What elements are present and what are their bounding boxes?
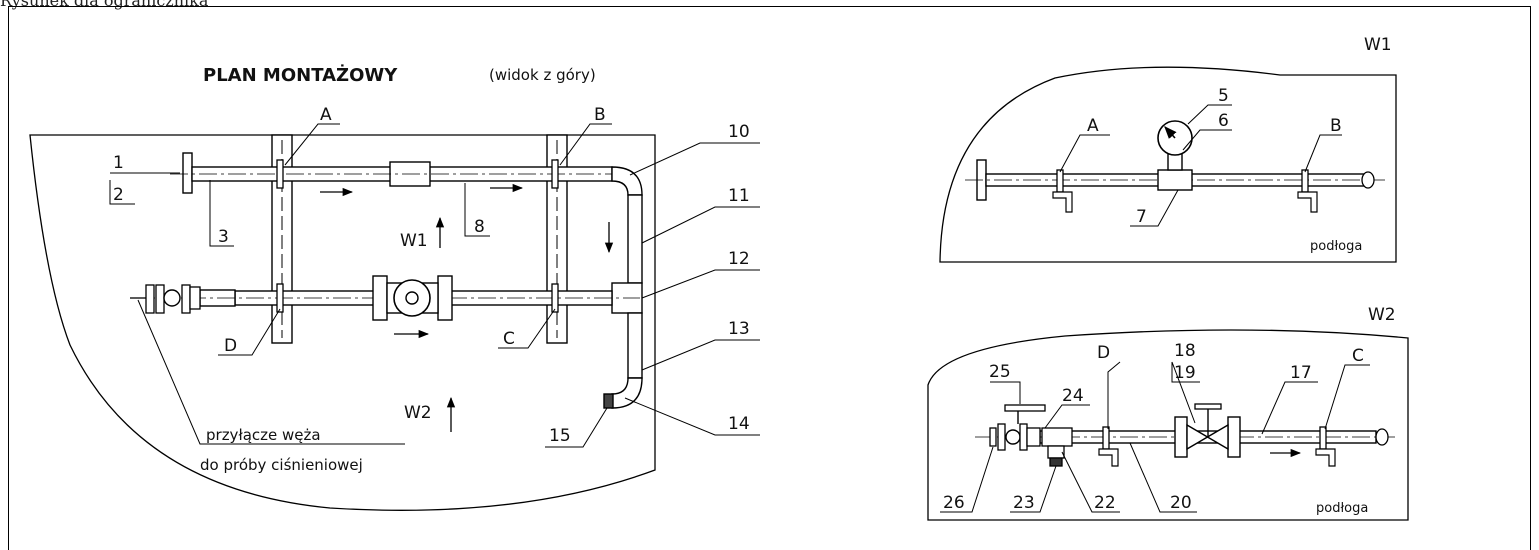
w2-label-18: 18 <box>1174 341 1196 361</box>
w2-title: W2 <box>1368 305 1396 325</box>
label-13: 13 <box>728 319 750 339</box>
w2-label-c: C <box>1352 346 1364 366</box>
plan-floor-outline <box>29 134 656 511</box>
w1-label-5: 5 <box>1218 86 1229 106</box>
w1-label-b: B <box>1330 116 1342 136</box>
plan-subtitle: (widok z góry) <box>489 66 596 84</box>
w2-label-22: 22 <box>1094 493 1116 513</box>
vertical-pipe <box>627 194 643 284</box>
label-2: 2 <box>113 185 124 205</box>
figure-caption: Rysunek dla ogranicznika <box>0 0 209 10</box>
w2-handle-25 <box>1004 404 1046 412</box>
w2-outline <box>927 329 1409 521</box>
plug-15 <box>603 393 614 409</box>
view-marker-w2: W2 <box>404 403 432 423</box>
w2-label-24: 24 <box>1062 386 1084 406</box>
w1-view <box>939 66 1397 263</box>
label-14: 14 <box>728 414 750 434</box>
w2-view <box>927 329 1409 521</box>
label-b: B <box>594 105 606 125</box>
w1-label-a: A <box>1087 116 1099 136</box>
label-8: 8 <box>474 217 485 237</box>
hose-label-line2: do próby ciśnieniowej <box>200 456 363 474</box>
vertical-pipe-lower <box>627 312 643 379</box>
label-11: 11 <box>728 186 750 206</box>
label-c: C <box>503 329 515 349</box>
flange-left <box>182 152 193 194</box>
w2-label-d: D <box>1097 343 1110 363</box>
w2-label-17: 17 <box>1290 363 1312 383</box>
label-a: A <box>320 105 332 125</box>
w2-label-23: 23 <box>1013 493 1035 513</box>
w2-label-25: 25 <box>989 362 1011 382</box>
w2-label-26: 26 <box>943 493 965 513</box>
label-15: 15 <box>549 426 571 446</box>
plan-view <box>29 123 760 511</box>
label-10: 10 <box>728 122 750 142</box>
w1-label-7: 7 <box>1136 207 1147 227</box>
drawing-frame <box>8 6 1531 550</box>
w1-title: W1 <box>1364 35 1392 55</box>
valve-flange-left <box>372 275 388 321</box>
label-3: 3 <box>218 227 229 247</box>
plan-title: PLAN MONTAŻOWY <box>203 64 398 86</box>
w1-floor-label: podłoga <box>1310 239 1362 254</box>
hose-label-line1: przyłącze węża <box>206 426 321 444</box>
w2-label-19: 19 <box>1174 363 1196 383</box>
label-1: 1 <box>113 153 124 173</box>
w1-label-6: 6 <box>1218 111 1229 131</box>
w2-floor-label: podłoga <box>1316 501 1368 516</box>
w2-label-20: 20 <box>1170 493 1192 513</box>
valve-flange-right <box>437 275 453 321</box>
label-12: 12 <box>728 249 750 269</box>
label-d: D <box>224 336 237 356</box>
view-marker-w1: W1 <box>400 231 428 251</box>
